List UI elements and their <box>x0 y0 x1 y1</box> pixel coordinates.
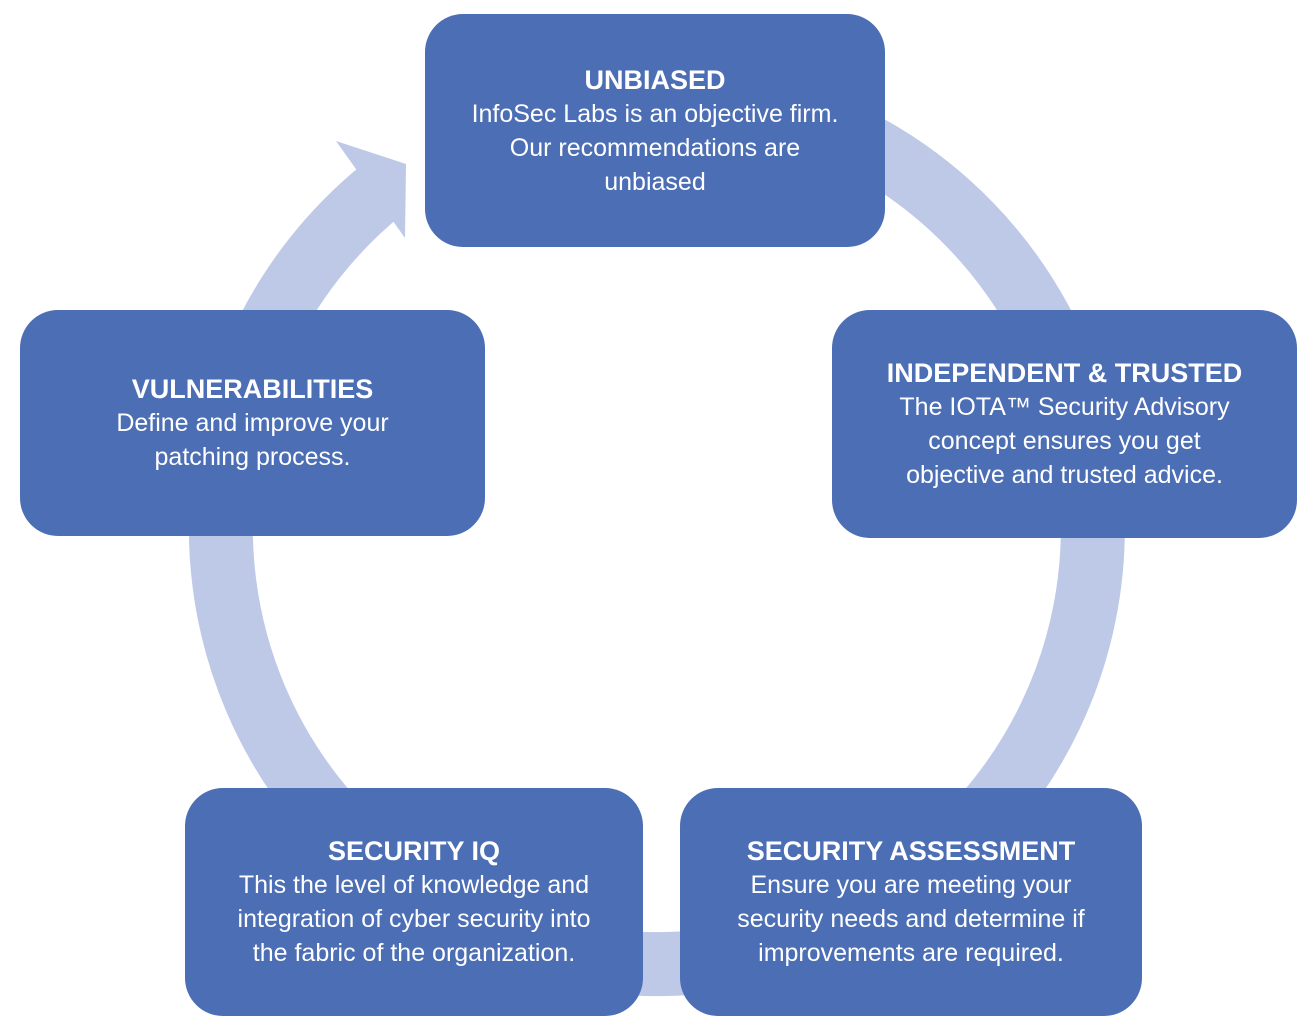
node-description: Define and improve your patching process… <box>116 409 389 471</box>
node-title: VULNERABILITIES <box>131 374 374 404</box>
node-description: Ensure you are meeting your security nee… <box>737 871 1085 967</box>
node-description: This the level of knowledge and integrat… <box>237 871 591 967</box>
node-title: INDEPENDENT & TRUSTED <box>886 358 1243 388</box>
node-description: The IOTA™ Security Advisory concept ensu… <box>899 393 1230 489</box>
node-title: SECURITY IQ <box>327 836 501 866</box>
node-title: UNBIASED <box>584 64 726 95</box>
node-security-assessment: SECURITY ASSESSMENT Ensure you are meeti… <box>680 788 1142 1016</box>
node-unbiased: UNBIASED InfoSec Labs is an objective fi… <box>425 14 885 247</box>
node-security-iq: SECURITY IQ This the level of knowledge … <box>185 788 643 1016</box>
node-title: SECURITY ASSESSMENT <box>746 836 1076 866</box>
cycle-arrow-head-icon <box>336 141 406 238</box>
node-independent-trusted: INDEPENDENT & TRUSTED The IOTA™ Security… <box>832 310 1297 538</box>
node-description: InfoSec Labs is an objective firm. Our r… <box>471 99 839 196</box>
node-vulnerabilities: VULNERABILITIES Define and improve your … <box>20 310 485 536</box>
